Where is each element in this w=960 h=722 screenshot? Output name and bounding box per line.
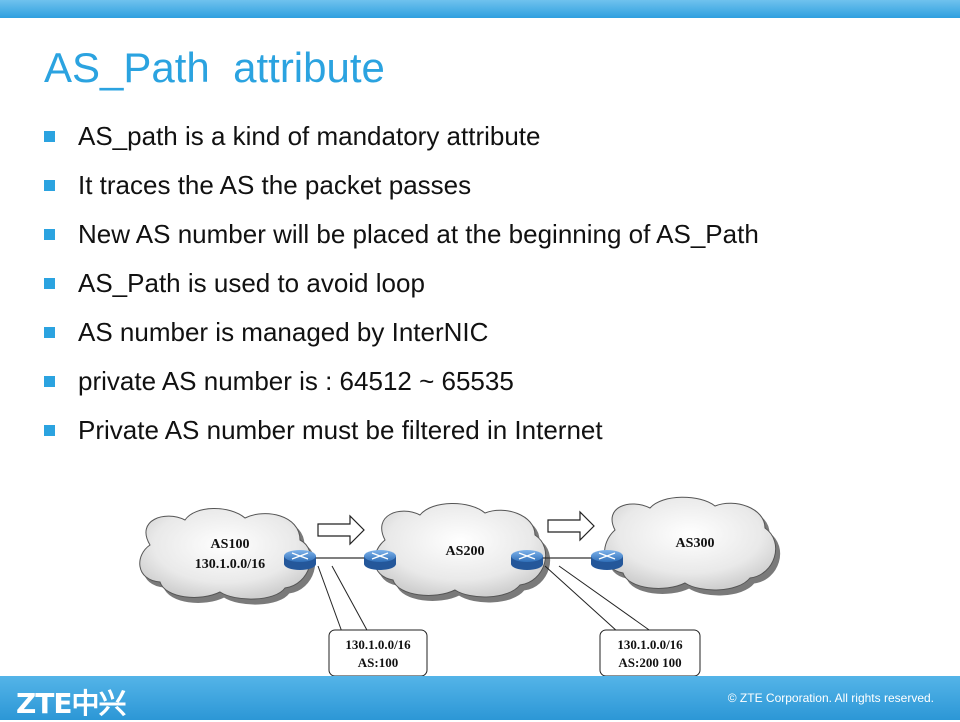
arrow-right-icon xyxy=(317,514,365,546)
callout-path-1: AS:100 xyxy=(358,655,398,670)
bullet-square-icon xyxy=(44,278,55,289)
cloud-as300 xyxy=(604,496,777,591)
bullet-item: Private AS number must be filtered in In… xyxy=(40,412,860,448)
bullet-square-icon xyxy=(44,131,55,142)
cloud-as100 xyxy=(139,508,312,600)
router-icon xyxy=(591,550,623,570)
bullet-square-icon xyxy=(44,376,55,387)
cloud-label-as100: AS100 xyxy=(211,537,250,552)
bullet-square-icon xyxy=(44,180,55,191)
slide-title: AS_Path attribute xyxy=(44,44,385,91)
router-icon xyxy=(364,550,396,570)
bullet-item: AS_Path is used to avoid loop xyxy=(40,265,860,301)
cloud-label-as300: AS300 xyxy=(676,536,715,551)
cloud-as200 xyxy=(374,503,547,598)
router-icon xyxy=(284,550,316,570)
bgp-as-path-diagram: AS100 130.1.0.0/16 AS200 AS300 xyxy=(139,496,777,677)
zte-logo: ZTE中兴 xyxy=(16,687,127,720)
bullet-item: It traces the AS the packet passes xyxy=(40,167,860,203)
callout-as-path-2 xyxy=(544,565,701,677)
callout-prefix-1: 130.1.0.0/16 xyxy=(345,637,411,652)
bullet-item: private AS number is : 64512 ~ 65535 xyxy=(40,363,860,399)
cloud-label-as200: AS200 xyxy=(446,544,485,559)
copyright-text: © ZTE Corporation. All rights reserved. xyxy=(727,691,934,705)
cloud-prefix-as100: 130.1.0.0/16 xyxy=(195,557,265,572)
bullet-item: New AS number will be placed at the begi… xyxy=(40,216,860,252)
top-bar xyxy=(0,0,960,18)
callout-as-path-1 xyxy=(317,565,428,677)
bullet-list: AS_path is a kind of mandatory attribute… xyxy=(40,118,860,461)
router-icon xyxy=(511,550,543,570)
callout-path-2: AS:200 100 xyxy=(618,655,681,670)
callout-prefix-2: 130.1.0.0/16 xyxy=(617,637,683,652)
bullet-item: AS_path is a kind of mandatory attribute xyxy=(40,118,860,154)
bullet-square-icon xyxy=(44,425,55,436)
bullet-square-icon xyxy=(44,327,55,338)
footer-bar: ZTE中兴 © ZTE Corporation. All rights rese… xyxy=(0,676,960,720)
bullet-item: AS number is managed by InterNIC xyxy=(40,314,860,350)
bullet-square-icon xyxy=(44,229,55,240)
arrow-right-icon xyxy=(547,510,595,542)
